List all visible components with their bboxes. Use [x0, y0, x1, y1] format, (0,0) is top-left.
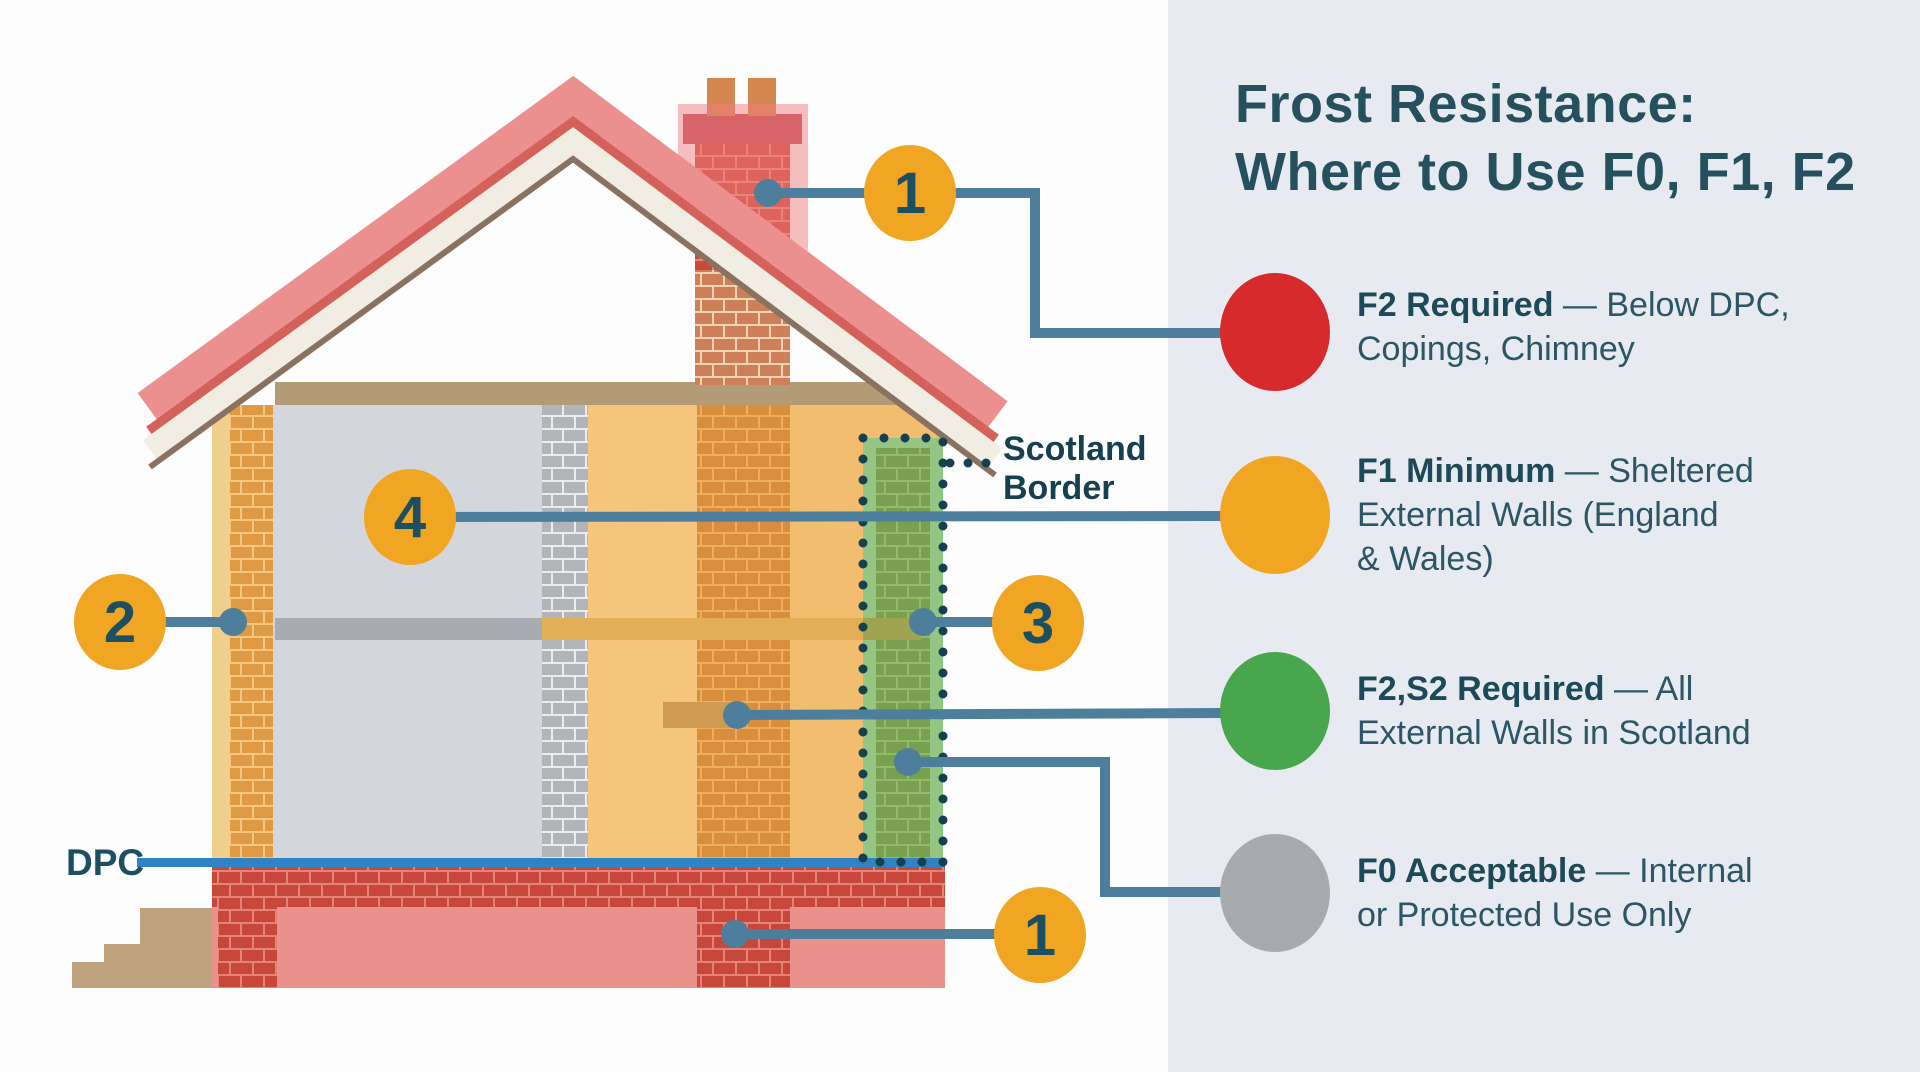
callouts: 1 2 3 4 1: [74, 145, 1086, 983]
callout-3-scotland-wall: 3: [992, 575, 1084, 671]
title-line-1: Frost Resistance:: [1235, 74, 1697, 134]
connector-dot-left-wall: [219, 608, 247, 636]
callout-1-number: 1: [894, 161, 926, 226]
house-diagram: [72, 75, 1009, 988]
legend-item-f1-minimum: F1 Minimum — Sheltered External Walls (E…: [1357, 452, 1754, 578]
foundation-body: [212, 907, 945, 988]
floor-band-through-green: [863, 618, 921, 640]
foundation-left-pier: [218, 907, 277, 988]
legend-item-f2-required: F2 Required — Below DPC, Copings, Chimne…: [1357, 286, 1790, 368]
floor-band-gray: [275, 618, 542, 640]
page-title: Frost Resistance: Where to Use F0, F1, F…: [1235, 70, 1856, 206]
connector-lintel-to-green: [723, 701, 1223, 729]
legend-item-label: F2 Required: [1357, 286, 1554, 324]
scotland-green-zone: [863, 438, 943, 862]
callout-4-internal-wall: 4: [364, 469, 456, 565]
callout-1-foundation: 1: [994, 887, 1086, 983]
chimney-f2-overlay: [678, 104, 808, 252]
connector-foundation: [721, 920, 1040, 948]
scotland-dotted-border: [858, 433, 1009, 867]
roof-underline: [148, 155, 997, 478]
roof-pink-band: [137, 75, 1008, 435]
legend-item-f2s2-required: F2,S2 Required — All External Walls in S…: [1357, 670, 1751, 752]
connector-dot-lintel: [723, 701, 751, 729]
green-dot: [1220, 652, 1330, 770]
roof-fascia-band: [142, 127, 1003, 468]
red-dot: [1220, 273, 1330, 391]
floor-band-gold: [542, 618, 863, 640]
foundation-middle-pier: [697, 907, 790, 988]
callout-1-chimney: 1: [864, 145, 956, 241]
foundation: [212, 867, 945, 988]
legend-item-f0-acceptable: F0 Acceptable — Internal or Protected Us…: [1357, 852, 1753, 934]
gray-dot: [1220, 834, 1330, 952]
legend-item-label: F0 Acceptable: [1357, 852, 1587, 890]
connector-dot-greenwall: [894, 748, 922, 776]
callout-4-number: 4: [394, 485, 426, 550]
wall-plate-beam: [275, 382, 937, 405]
callout-2-number: 2: [104, 590, 136, 655]
legend-dots: [1220, 273, 1330, 952]
outer-render-strip: [212, 405, 230, 862]
legend-item-label: F2,S2 Required: [1357, 670, 1605, 708]
connector-dot-green-floor: [909, 608, 937, 636]
green-zone-bricks: [876, 448, 930, 862]
dpc-line: [137, 858, 945, 867]
dpc-label: DPC: [66, 842, 145, 883]
roof: [137, 75, 1008, 478]
legend-item-label: F1 Minimum: [1357, 452, 1556, 490]
entry-steps: [72, 908, 212, 988]
scotland-border-label: Scotland Border: [1003, 430, 1147, 507]
title-line-2: Where to Use F0, F1, F2: [1235, 142, 1856, 202]
connector-dot-foundation: [721, 920, 749, 948]
connector-dot-chimney: [754, 179, 782, 207]
callout-2-left-wall: 2: [74, 574, 166, 670]
orange-dot: [1220, 456, 1330, 574]
callout-1b-number: 1: [1024, 903, 1056, 968]
callout-3-number: 3: [1022, 591, 1054, 656]
foundation-brick-courses: [212, 867, 945, 907]
roof-dark-red-edge: [146, 115, 999, 446]
connector-greenwall-to-gray: [894, 748, 1222, 897]
connector-internal-to-orange: [409, 511, 1223, 522]
